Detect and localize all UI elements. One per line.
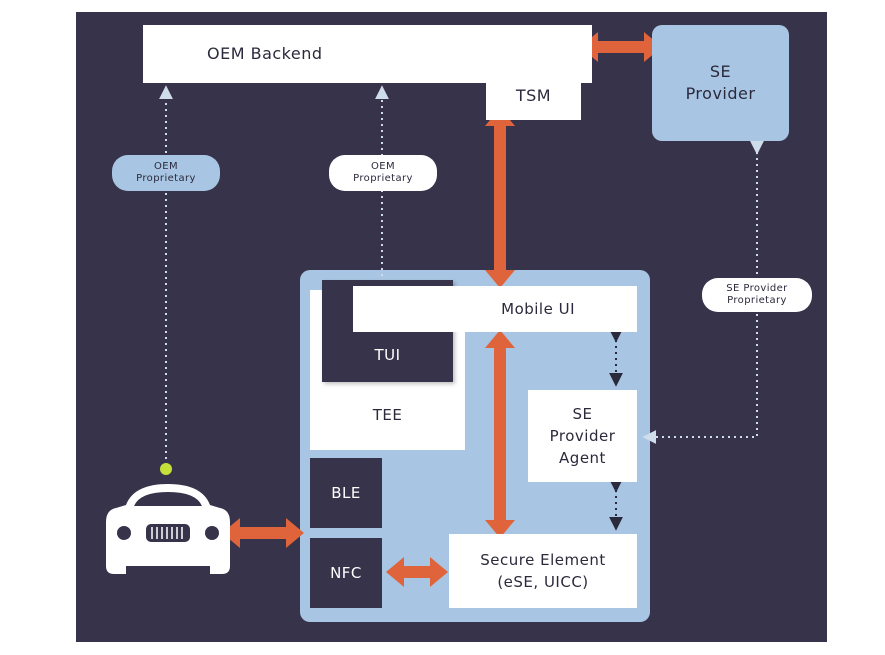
secure-element-label: Secure Element (eSE, UICC) (480, 551, 606, 591)
label-oem-proprietary-left-text: OEM Proprietary (136, 161, 196, 184)
arrow-nfc-se (386, 557, 448, 587)
secure-element-box: Secure Element (eSE, UICC) (449, 534, 637, 608)
se-provider-box: SE Provider (652, 25, 789, 141)
nfc-box: NFC (310, 538, 382, 608)
car-icon (106, 484, 230, 574)
tui-label: TUI (374, 346, 401, 364)
tee-label: TEE (372, 406, 403, 424)
nfc-label: NFC (330, 564, 362, 582)
tsm-label: TSM (515, 86, 552, 105)
tsm-box: TSM (486, 72, 581, 120)
ble-label: BLE (331, 484, 361, 502)
arrow-tsm-mobileui (485, 108, 515, 288)
mobile-ui-label: Mobile UI (501, 300, 575, 318)
label-se-provider-proprietary: SE Provider Proprietary (702, 278, 812, 312)
mobile-ui-box: Mobile UI (353, 286, 637, 332)
se-provider-agent-label: SE Provider Agent (549, 405, 616, 467)
se-provider-agent-box: SE Provider Agent (528, 390, 637, 482)
oem-backend-label: OEM Backend (207, 44, 323, 63)
label-oem-proprietary-left: OEM Proprietary (112, 155, 220, 191)
label-oem-proprietary-mid: OEM Proprietary (329, 155, 437, 191)
car-connection-dot (160, 463, 172, 475)
se-provider-label: SE Provider (685, 62, 756, 103)
ble-box: BLE (310, 458, 382, 528)
label-oem-proprietary-mid-text: OEM Proprietary (353, 161, 413, 184)
arrow-backend-provider (580, 32, 662, 62)
arrow-mobileui-se (485, 330, 515, 538)
label-se-provider-proprietary-text: SE Provider Proprietary (726, 283, 788, 306)
arrow-car-device (222, 518, 304, 548)
